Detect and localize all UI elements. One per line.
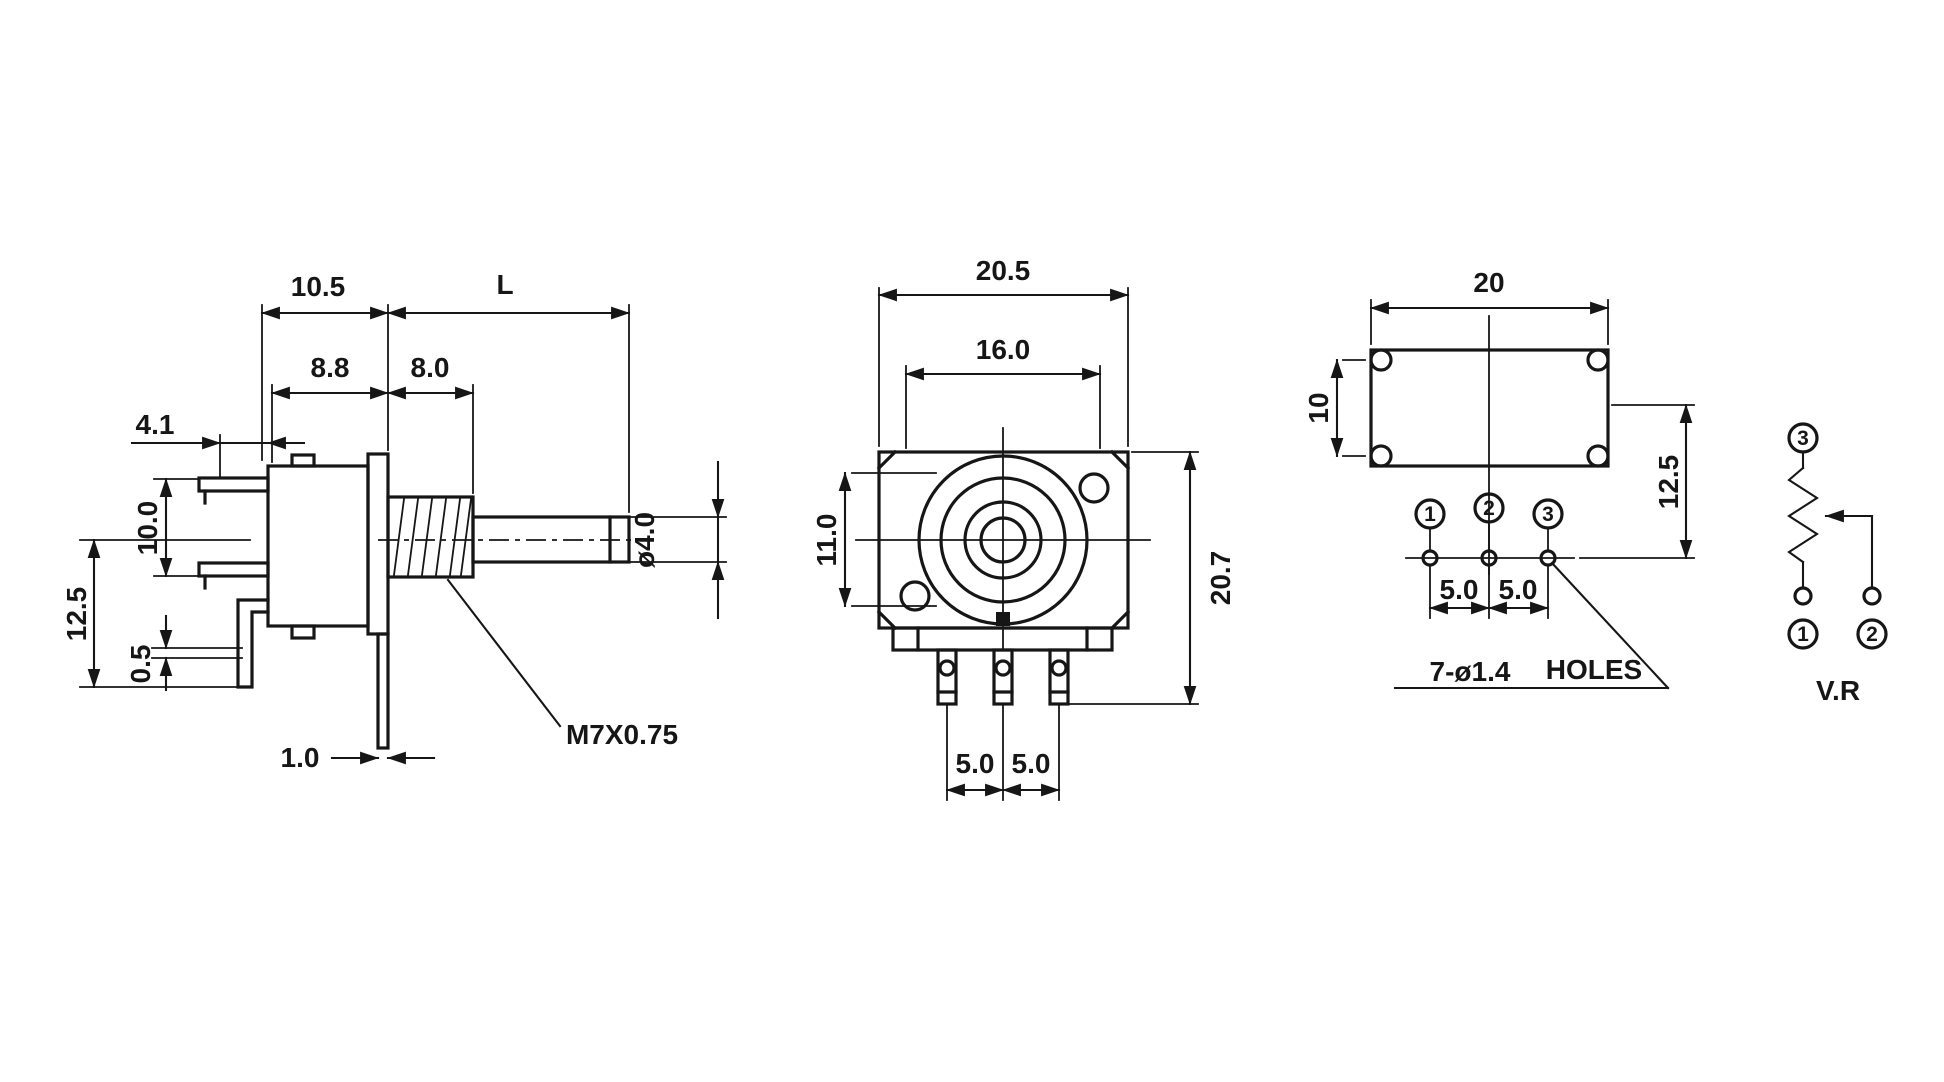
dim-label-10-0: 10.0 <box>132 501 163 556</box>
pin-2-number: 2 <box>1483 497 1495 520</box>
dim-label-0-5: 0.5 <box>125 645 156 684</box>
schematic-pin-2-number: 2 <box>1866 623 1878 646</box>
vr-label: V.R <box>1816 675 1860 706</box>
dim-label-L: L <box>496 269 513 300</box>
dim-label-12-5-side: 12.5 <box>61 587 92 642</box>
mount-hole-tr <box>1586 348 1610 372</box>
dim-label-8-8: 8.8 <box>311 352 350 383</box>
corner-chamfers <box>876 449 1131 631</box>
pin-1-number: 1 <box>1424 503 1436 526</box>
holes-leader-line <box>1550 561 1670 690</box>
pcb-dimensions <box>1330 299 1695 690</box>
case-top-tab <box>290 453 316 468</box>
lug-hole-bottom-left <box>899 580 931 612</box>
pot-body-side <box>197 452 650 750</box>
terminal-node-right <box>1862 586 1882 606</box>
dim-label-5-0-pcb-right: 5.0 <box>1499 574 1538 605</box>
lug-hole-top-right <box>1078 472 1110 504</box>
dim-label-12-5-pcb: 12.5 <box>1653 455 1684 510</box>
dim-label-20-7: 20.7 <box>1205 551 1236 606</box>
dim-label-8-0: 8.0 <box>411 352 450 383</box>
front-pins <box>936 648 1070 706</box>
schematic-pin-2-circle <box>1856 618 1888 650</box>
terminal-pin-upper <box>197 476 270 493</box>
front-view: 20.5 16.0 11.0 20.7 5.0 5.0 <box>811 255 1236 801</box>
pin-3-number: 3 <box>1542 503 1554 526</box>
pcb-geometry <box>1369 315 1610 575</box>
mount-hole-bl <box>1369 444 1393 468</box>
locating-pin <box>376 632 390 750</box>
thread-spec-label: M7X0.75 <box>566 719 678 750</box>
terminal-node-left <box>1793 586 1813 606</box>
case-outline <box>266 464 370 628</box>
front-plate <box>366 452 390 636</box>
holes-note-label: 7-ø1.4 <box>1430 656 1511 687</box>
side-view: 10.5 L 8.8 8.0 4.1 10.0 12.5 0.5 1.0 M7X… <box>61 269 727 773</box>
dim-label-5-0-pcb-left: 5.0 <box>1440 574 1479 605</box>
vr-schematic: 3 1 2 V.R <box>1787 422 1888 706</box>
schematic-pin-3-number: 3 <box>1797 427 1809 450</box>
side-view-dimensions <box>79 304 727 765</box>
front-view-dimensions <box>838 287 1199 801</box>
dim-label-5-0-front-left: 5.0 <box>956 748 995 779</box>
dim-label-11-0: 11.0 <box>811 514 842 567</box>
case-bottom-tab <box>290 624 316 640</box>
dim-label-5-0-front-right: 5.0 <box>1012 748 1051 779</box>
thread-hatch <box>392 497 473 577</box>
resistor-zigzag <box>1787 466 1819 564</box>
dim-label-20: 20 <box>1473 267 1504 298</box>
support-bracket <box>236 598 270 689</box>
dim-label-shaft-dia: ø4.0 <box>629 512 660 568</box>
pcb-layout-view: 20 10 12.5 1 2 3 5.0 5.0 7-ø1.4 HOLES <box>1303 267 1695 690</box>
mount-hole-br <box>1586 444 1610 468</box>
dim-label-10-5: 10.5 <box>291 271 346 302</box>
dim-label-16-0: 16.0 <box>976 334 1031 365</box>
dim-label-10: 10 <box>1303 392 1334 423</box>
dim-label-20-5: 20.5 <box>976 255 1031 286</box>
dim-label-1-0: 1.0 <box>281 742 320 773</box>
schematic-pin-1-number: 1 <box>1797 623 1809 646</box>
mount-hole-tl <box>1369 348 1393 372</box>
holes-word-label: HOLES <box>1546 654 1642 685</box>
dim-label-4-1: 4.1 <box>136 409 175 440</box>
terminal-pin-lower <box>197 561 270 578</box>
pot-body-front <box>855 427 1151 706</box>
thread-leader-line <box>446 578 562 728</box>
schematic-pin-1-circle <box>1787 618 1819 650</box>
